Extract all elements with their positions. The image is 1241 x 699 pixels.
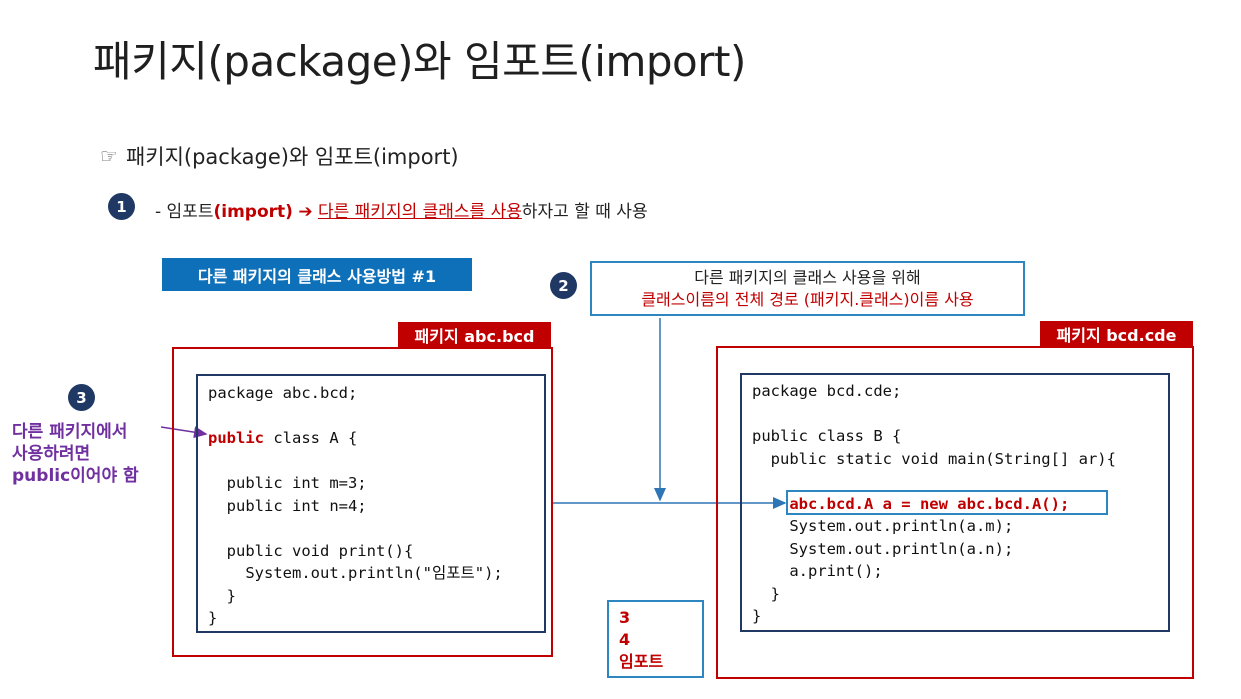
left-package-tag: 패키지 abc.bcd	[398, 322, 551, 348]
left-code-box: package abc.bcd; public class A { public…	[196, 374, 546, 633]
code-line: }	[752, 607, 762, 625]
import-keyword: (import)	[213, 202, 293, 222]
import-prefix: - 임포트	[155, 202, 214, 222]
step-3-badge: 3	[68, 384, 95, 411]
info-box: 다른 패키지의 클래스 사용을 위해 클래스이름의 전체 경로 (패키지.클래스…	[590, 261, 1025, 316]
page-title: 패키지(package)와 임포트(import)	[93, 37, 746, 86]
import-rest-text: 하자고 할 때 사용	[521, 202, 648, 222]
import-underlined-text: 다른 패키지의 클래스를 사용	[317, 202, 522, 222]
code-line: package bcd.cde;	[752, 382, 902, 400]
code-line: class A {	[264, 429, 358, 447]
code-line: System.out.println("임포트");	[208, 564, 503, 582]
code-line: a.print();	[752, 562, 883, 580]
subheading: ☞ 패키지(package)와 임포트(import)	[100, 141, 459, 171]
code-line: package abc.bcd;	[208, 384, 358, 402]
right-package-tag: 패키지 bcd.cde	[1040, 321, 1193, 347]
right-package-box	[716, 346, 1194, 679]
step-1-badge: 1	[108, 193, 135, 220]
code-line: public static void main(String[] ar){	[752, 449, 1116, 468]
arrow-right-icon: ➔	[298, 202, 313, 222]
right-code-box: package bcd.cde; public class B { public…	[740, 373, 1170, 632]
right-code: package bcd.cde; public class B { public…	[742, 375, 1168, 628]
step-2-badge: 2	[550, 272, 577, 299]
code-line: System.out.println(a.m);	[752, 517, 1014, 535]
info-line-1: 다른 패키지의 클래스 사용을 위해	[694, 268, 921, 287]
pointing-hand-icon: ☞	[100, 144, 118, 168]
code-line: public int n=4;	[208, 496, 367, 515]
import-description: - 임포트(import) ➔ 다른 패키지의 클래스를 사용하자고 할 때 사…	[155, 197, 648, 222]
method-label: 다른 패키지의 클래스 사용방법 #1	[162, 258, 472, 291]
code-line: }	[208, 609, 218, 627]
public-note: 다른 패키지에서 사용하려면 public이어야 함	[12, 421, 139, 487]
note-line-1: 다른 패키지에서	[12, 422, 128, 442]
left-package-box	[172, 347, 553, 657]
code-line: System.out.println(a.n);	[752, 539, 1014, 558]
output-line-1: 3	[619, 608, 631, 627]
code-line: }	[752, 584, 780, 603]
full-path-code-line: abc.bcd.A a = new abc.bcd.A();	[789, 494, 1070, 513]
info-line-2: 클래스이름의 전체 경로 (패키지.클래스)이름 사용	[641, 290, 974, 309]
output-line-2: 4	[619, 630, 631, 649]
left-code: package abc.bcd; public class A { public…	[198, 376, 544, 630]
note-line-2: 사용하려면	[12, 444, 91, 464]
public-note-arrow	[160, 426, 208, 439]
code-line: public int m=3;	[208, 474, 367, 492]
import-output-box: 3 4 임포트	[607, 600, 704, 678]
output-line-3: 임포트	[619, 652, 664, 671]
code-line: public class B {	[752, 427, 902, 445]
full-path-highlight	[786, 490, 1108, 515]
code-line: }	[208, 586, 236, 605]
code-line: public void print(){	[208, 541, 414, 560]
public-keyword: public	[208, 429, 264, 447]
subheading-text: 패키지(package)와 임포트(import)	[125, 145, 459, 169]
note-line-3: public이어야 함	[12, 466, 139, 486]
